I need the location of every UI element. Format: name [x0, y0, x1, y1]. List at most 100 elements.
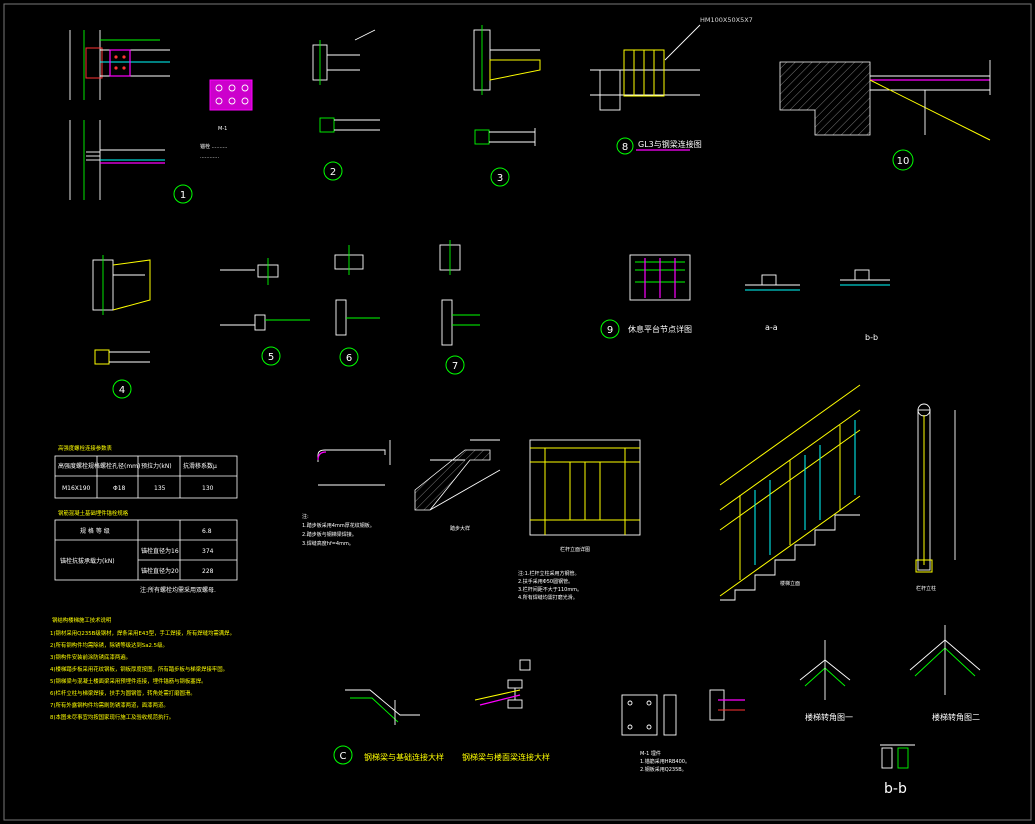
stud-table-row1-value: 374 [202, 548, 214, 555]
svg-text:3: 3 [497, 173, 503, 184]
bubble-2: 2 [323, 161, 343, 181]
stud-table: 钢筋混凝土基础埋件锚栓规格 规 格 等 级 6.8 锚栓抗拔承载力(kN) 锚栓… [54, 509, 238, 594]
stud-table-row1-label: 锚栓直径为16 [141, 547, 179, 555]
bolt-table-cell-2: Φ18 [113, 485, 126, 492]
tread-detail: 踏步大样 [414, 439, 501, 532]
stair-turn-1-caption: 楼梯转角图一 [805, 712, 853, 722]
bolt-table-header-3: 预拉力(kN) [141, 462, 172, 470]
rail-caption: 栏杆立面详图 [560, 546, 590, 553]
svg-text:2: 2 [330, 167, 336, 178]
tread-caption: 踏步大样 [450, 525, 470, 532]
bolt-table-header-1: 高强度螺栓规格 [58, 462, 100, 470]
svg-text:4: 4 [119, 385, 125, 396]
svg-text:1: 1 [180, 190, 186, 201]
bubble-4: 4 [112, 379, 132, 399]
tread-note-4: 3.焊缝高度hf=4mm。 [302, 540, 354, 547]
svg-text:5: 5 [268, 352, 274, 363]
notes-line-7: 7)所有外露钢构件均需刷防锈漆两道，面漆两道。 [50, 701, 169, 709]
bubble-c: C [333, 745, 353, 765]
svg-text:C: C [340, 751, 347, 762]
notes-line-8: 8)本图未尽事宜均按国家现行施工及验收规范执行。 [50, 713, 174, 721]
detail-3 [473, 25, 541, 146]
notes-line-5: 5)钢梯梁与混凝土楼面梁采用预埋件连接，埋件锚筋与钢板塞焊。 [50, 677, 206, 685]
svg-text:............: ............ [200, 154, 219, 160]
stair-turn-2-caption: 楼梯转角图二 [932, 712, 980, 722]
embed-note-1: M-1 埋件 [640, 750, 661, 757]
detail-8: HM100X50X5X7 GL3与钢梁连接图 [590, 16, 753, 151]
detail-7 [439, 240, 480, 346]
detail-c: 钢梯梁与基础连接大样 [345, 689, 444, 762]
bolt-table-header-2: 螺栓孔径(mm) [100, 462, 140, 470]
bubble-10: 10 [892, 149, 914, 171]
svg-text:M-1: M-1 [218, 126, 227, 132]
bubble-1: 1 [173, 184, 193, 204]
bolt-table-cell-1: M16X190 [62, 485, 91, 492]
embed-plate: M-1 埋件 1.锚筋采用HRB400。 2.钢板采用Q235B。 [621, 689, 745, 773]
notes-line-3: 3)钢构件安装前涂防锈底漆两遍。 [50, 653, 131, 661]
svg-text:8: 8 [622, 142, 628, 153]
beam-joint-caption: 钢梯梁与楼面梁连接大样 [462, 752, 550, 762]
stair-elevation: 楼梯立面 [719, 384, 861, 601]
embed-note-3: 2.钢板采用Q235B。 [640, 766, 687, 773]
tread-note-3: 2.踏步板与钢梯梁焊接。 [302, 531, 357, 538]
bubble-8: 8 [616, 137, 634, 155]
section-bb-large-label: b-b [884, 781, 907, 797]
rail-note-4: 4.所有焊缝均需打磨光滑。 [518, 594, 578, 601]
stud-table-header-2: 6.8 [202, 528, 212, 535]
detail-5 [220, 258, 310, 331]
embed-note-2: 1.锚筋采用HRB400。 [640, 758, 690, 765]
stud-table-header-1: 规 格 等 级 [80, 527, 110, 535]
bolt-table-cell-3: 135 [154, 485, 166, 492]
notes-line-4: 4)楼梯踏步板采用花纹钢板，钢板厚度按图，所有踏步板与梯梁焊接牢固。 [50, 665, 228, 673]
section-aa-label: a-a [765, 323, 778, 332]
detail-c-caption: 钢梯梁与基础连接大样 [364, 752, 444, 762]
rail-note-3: 3.栏杆间距不大于110mm。 [518, 586, 582, 593]
section-bb-small-label: b-b [865, 333, 878, 342]
tread-note-2: 1.踏步板采用4mm厚花纹钢板。 [302, 522, 375, 529]
svg-text:6: 6 [346, 353, 352, 364]
bubble-9: 9 [600, 319, 620, 339]
stud-table-group: 锚栓抗拔承载力(kN) [60, 557, 115, 565]
beam-joint-detail: 钢梯梁与楼面梁连接大样 [462, 659, 550, 762]
stud-table-footnote: 注:所有螺栓均需采用双螺母. [140, 586, 216, 594]
detail-10 [779, 60, 991, 141]
bubble-6: 6 [339, 347, 359, 367]
detail9-caption: 休息平台节点详图 [628, 324, 692, 334]
detail-4 [92, 255, 151, 365]
bubble-3: 3 [490, 167, 510, 187]
tread-note-1: 注: [302, 513, 309, 520]
section-bb-large: b-b [880, 744, 915, 797]
svg-text:锚栓 ..........: 锚栓 .......... [200, 143, 228, 150]
handrail-detail: 注: 1.踏步板采用4mm厚花纹钢板。 2.踏步板与钢梯梁焊接。 3.焊缝高度h… [302, 440, 391, 547]
bolt-table-cell-4: 130 [202, 485, 214, 492]
bubble-7: 7 [445, 355, 465, 375]
stud-table-row2-value: 228 [202, 568, 214, 575]
notes-line-1: 1)钢材采用Q235B级钢材，焊条采用E43型，手工焊接，所有焊缝均需满焊。 [50, 629, 235, 637]
bubble-5: 5 [261, 346, 281, 366]
svg-text:9: 9 [607, 325, 613, 336]
beam-spec-label: HM100X50X5X7 [700, 16, 753, 24]
bolt-table-title: 高强度螺栓连接参数表 [58, 444, 113, 452]
notes-line-2: 2)所有钢构件均需除锈，除锈等级达到Sa2.5级。 [50, 641, 168, 649]
stair-turn-1: 楼梯转角图一 [799, 640, 853, 722]
stair-elev-caption: 楼梯立面 [780, 580, 800, 587]
svg-text:7: 7 [452, 361, 458, 372]
bolt-table-header-4: 抗滑移系数μ [183, 462, 217, 470]
svg-text:10: 10 [897, 156, 910, 167]
detail-1-column-beam-joint: M-1 锚栓 .......... ............ [69, 30, 253, 200]
stud-table-title: 钢筋混凝土基础埋件锚栓规格 [58, 509, 129, 517]
notes-title: 钢结构楼梯施工技术说明 [52, 616, 111, 624]
detail-2 [312, 29, 380, 133]
construction-notes: 钢结构楼梯施工技术说明 1)钢材采用Q235B级钢材，焊条采用E43型，手工焊接… [50, 616, 235, 721]
railing-elevation: 栏杆立面详图 注:1.栏杆立柱采用方钢管。 2.扶手采用Φ50圆钢管。 3.栏杆… [518, 439, 641, 601]
rail-note-1: 注:1.栏杆立柱采用方钢管。 [518, 570, 579, 577]
stair-turn-2: 楼梯转角图二 [909, 625, 981, 722]
post-caption: 栏杆立柱 [916, 585, 936, 592]
notes-line-6: 6)栏杆立柱与梯梁焊接，扶手为圆钢管，转角处需打磨圆滑。 [50, 689, 196, 697]
detail8-caption: GL3与钢梁连接图 [638, 139, 702, 149]
detail-6 [334, 245, 380, 336]
detail-9: 休息平台节点详图 a-a b-b [628, 254, 890, 342]
rail-note-2: 2.扶手采用Φ50圆钢管。 [518, 578, 573, 585]
stud-table-row2-label: 锚栓直径为20 [141, 567, 179, 575]
